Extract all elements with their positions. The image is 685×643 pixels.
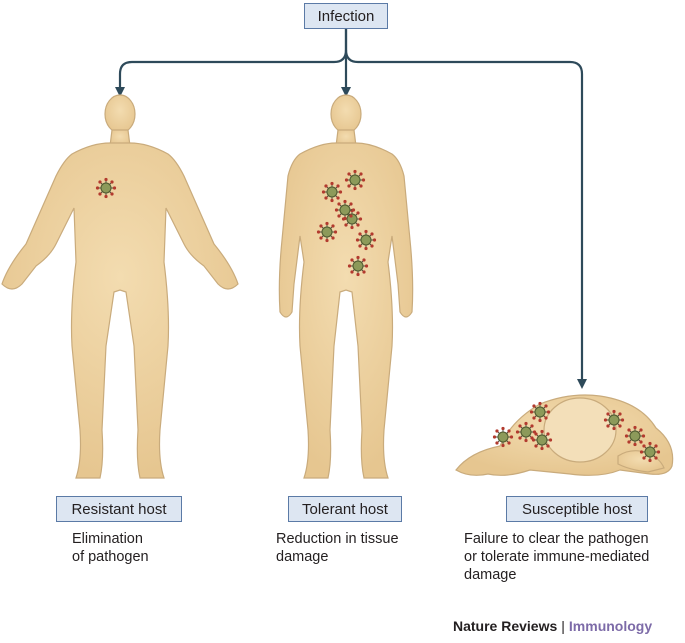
pathogen-group <box>95 169 661 463</box>
outcome-line: damage <box>464 567 517 583</box>
journal-name: Immunology <box>568 618 653 634</box>
outcome-line: damage <box>276 549 329 565</box>
journal-credit: Nature Reviews|Immunology <box>453 618 652 634</box>
pathogen-icon <box>603 409 625 431</box>
pathogen-icon <box>316 221 338 243</box>
pathogen-icon <box>334 199 356 221</box>
resistant-host-label: Resistant host <box>71 500 167 518</box>
resistant-host-label-box: Resistant host <box>56 496 182 522</box>
pathogen-icon <box>529 401 551 423</box>
infection-label: Infection <box>317 7 375 25</box>
resistant-host-figure <box>1 94 239 479</box>
outcome-line: of pathogen <box>72 549 149 565</box>
pathogen-icon <box>347 255 369 277</box>
outcome-line: or tolerate immune-mediated <box>464 549 650 565</box>
pathogen-icon <box>344 169 366 191</box>
susceptible-host-label: Susceptible host <box>521 500 633 518</box>
tolerant-host-outcome: Reduction in tissue damage <box>276 530 399 566</box>
arrow-to-resistant <box>115 28 348 97</box>
infection-label-box: Infection <box>304 3 388 29</box>
outcome-line: Elimination <box>72 531 143 547</box>
tolerant-host-label: Tolerant host <box>302 500 388 518</box>
pathogen-icon <box>639 441 661 463</box>
pathogen-icon <box>624 425 646 447</box>
susceptible-host-outcome: Failure to clear the pathogen or tolerat… <box>464 530 649 584</box>
pathogen-icon <box>95 177 117 199</box>
outcome-line: Reduction in tissue <box>276 531 399 547</box>
resistant-host-outcome: Elimination of pathogen <box>72 530 149 566</box>
publisher-name: Nature Reviews <box>453 618 558 634</box>
pathogen-icon <box>492 426 514 448</box>
pathogen-icon <box>355 229 377 251</box>
pathogen-icon <box>321 181 343 203</box>
outcome-line: Failure to clear the pathogen <box>464 531 649 547</box>
pathogen-icon <box>531 429 553 451</box>
credit-separator: | <box>561 618 565 634</box>
tolerant-host-label-box: Tolerant host <box>288 496 402 522</box>
arrow-to-susceptible <box>344 49 587 389</box>
branching-arrows <box>115 28 587 389</box>
tolerant-host-figure <box>278 94 414 479</box>
susceptible-host-label-box: Susceptible host <box>506 496 648 522</box>
